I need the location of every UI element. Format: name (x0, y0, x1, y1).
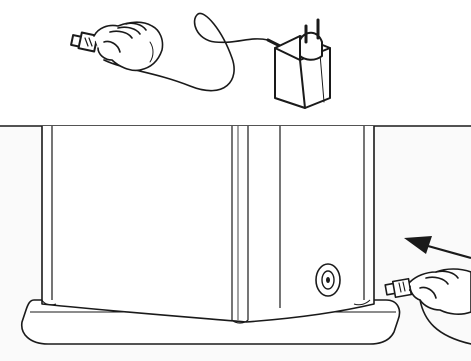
power-adapter-icon (268, 20, 330, 108)
base-unit (22, 126, 400, 344)
dc-socket (316, 264, 340, 296)
top-scene (71, 13, 330, 108)
hand-icon-top (94, 22, 163, 70)
